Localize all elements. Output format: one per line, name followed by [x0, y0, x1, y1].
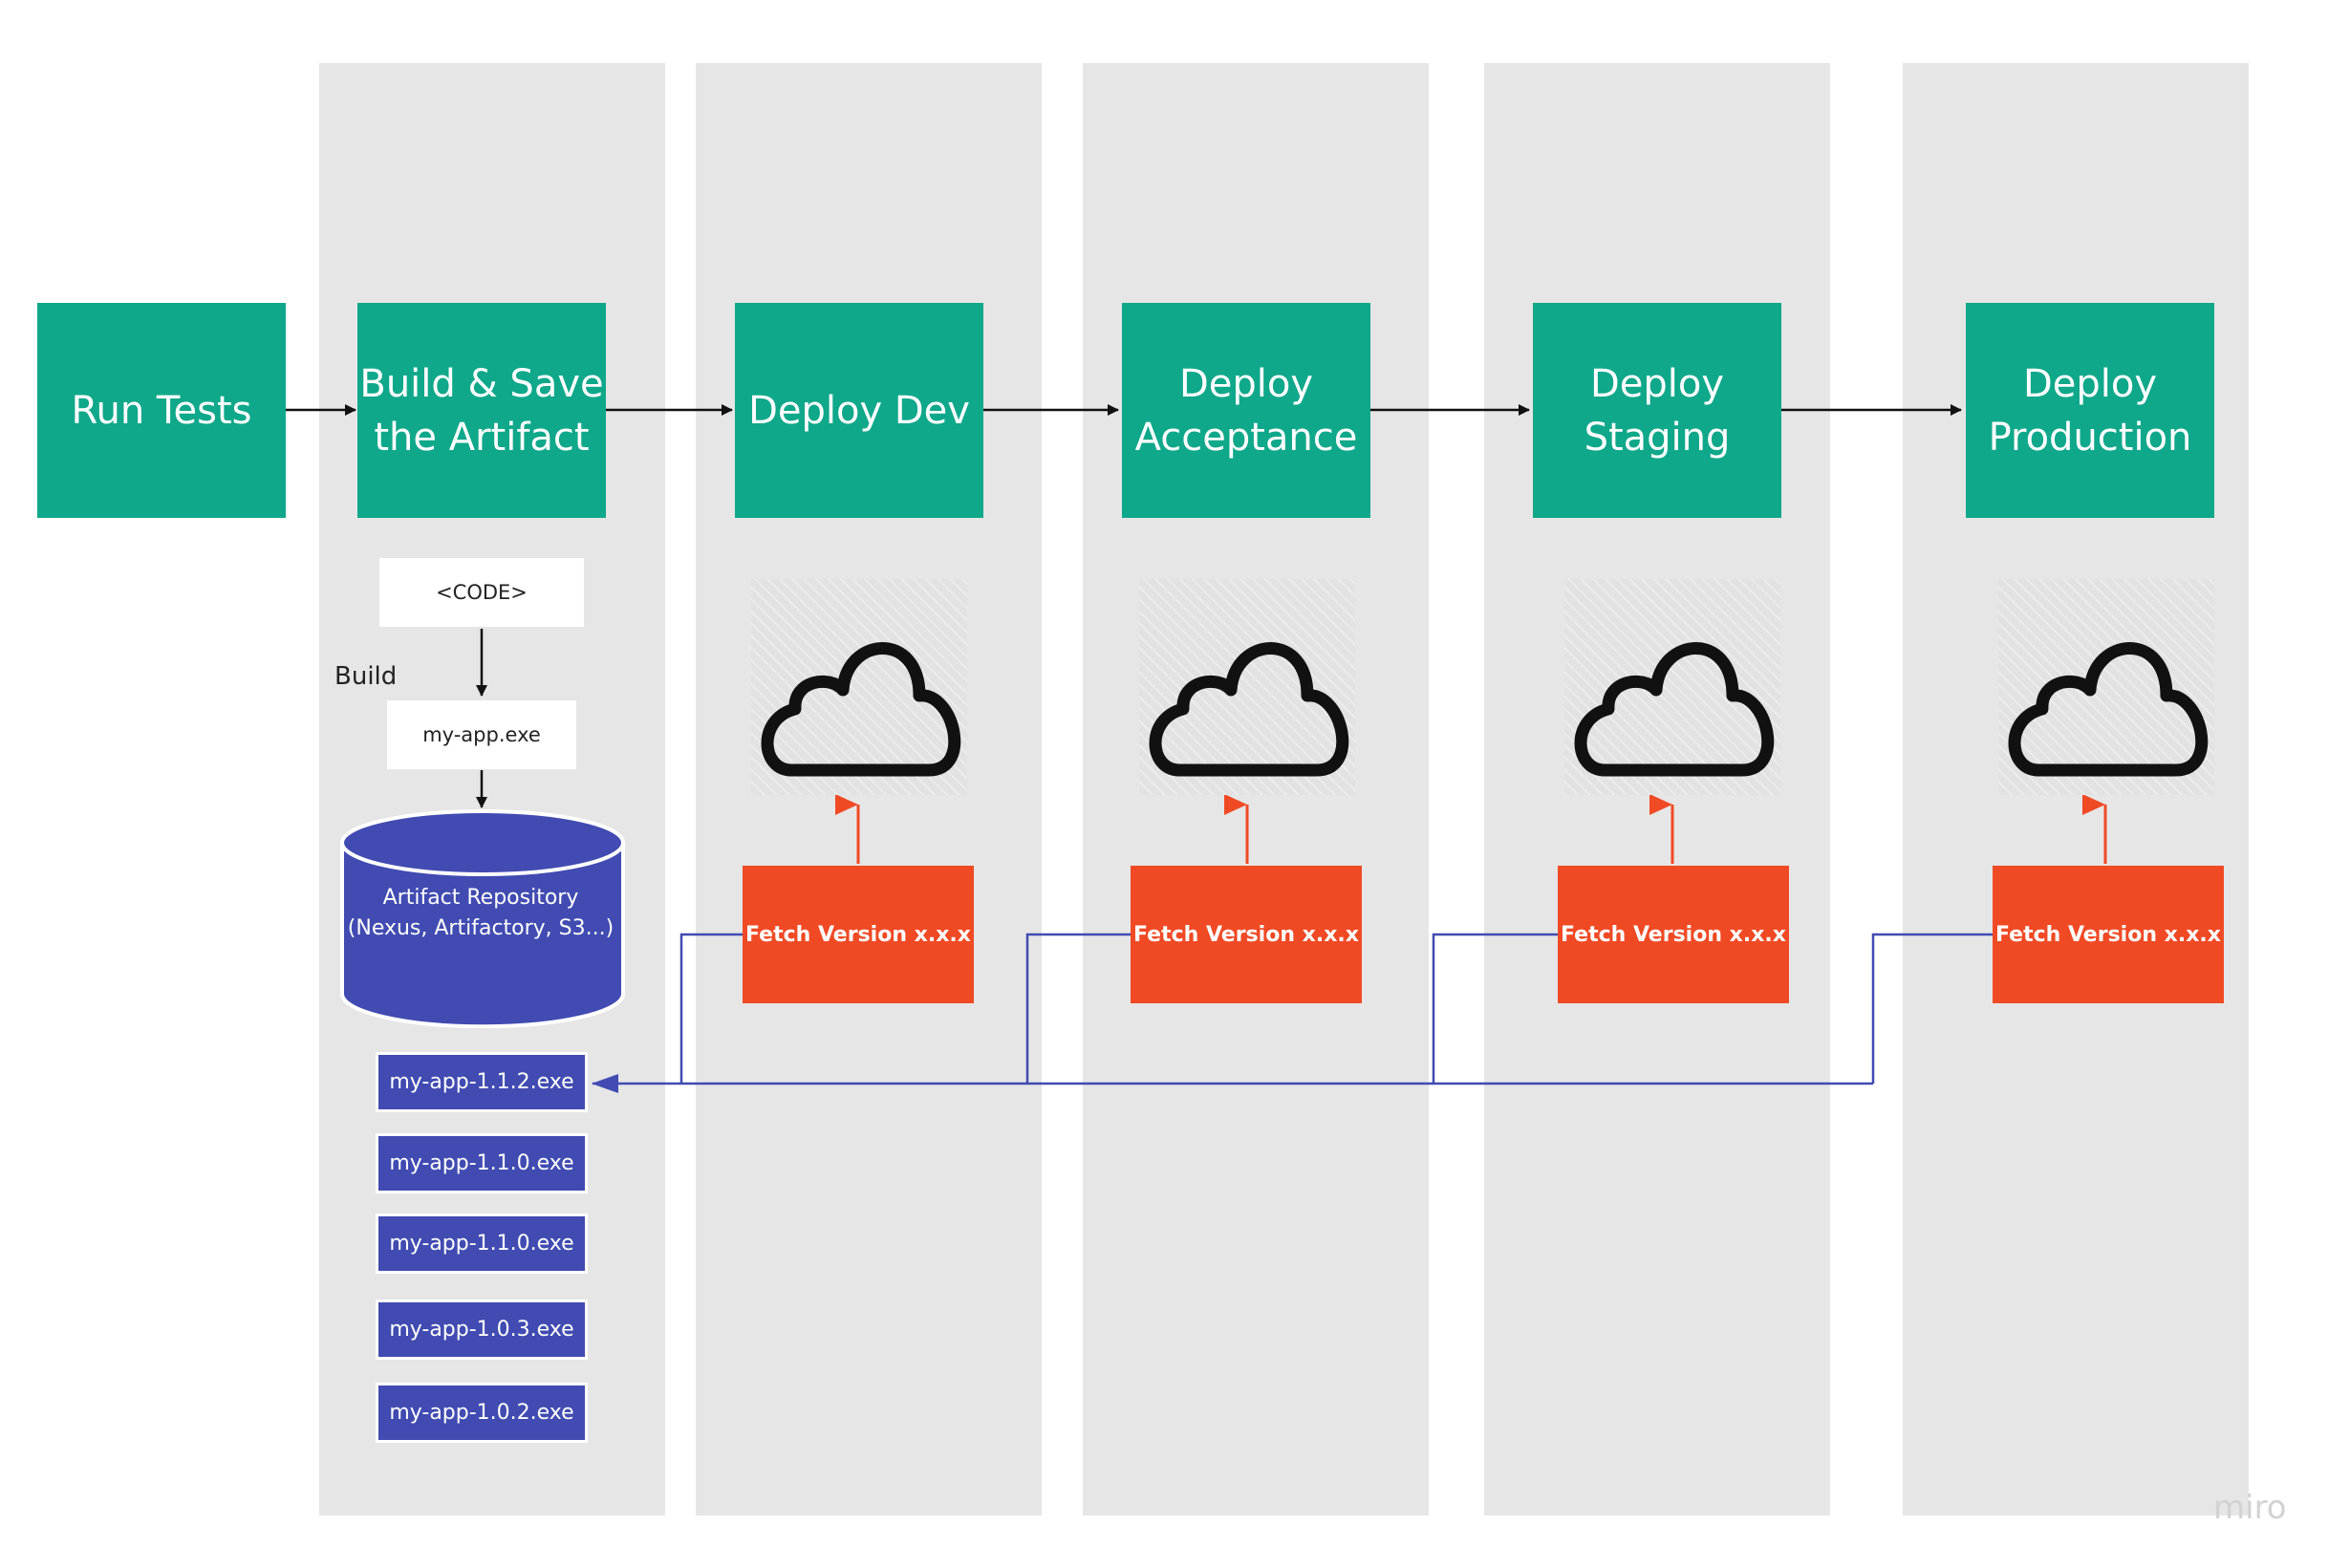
fetch-version-dev[interactable]: Fetch Version x.x.x: [743, 866, 974, 1003]
repository-label: Artifact Repository (Nexus, Artifactory,…: [347, 886, 614, 940]
stage-run-tests[interactable]: Run Tests: [37, 303, 286, 518]
stage-build-save-artifact[interactable]: Build & Save the Artifact: [357, 303, 606, 518]
fetch-version-production[interactable]: Fetch Version x.x.x: [1993, 866, 2224, 1003]
cloud-icon: [1564, 579, 1780, 795]
artifact-item[interactable]: my-app-1.0.2.exe: [376, 1383, 588, 1443]
artifact-item[interactable]: my-app-1.1.0.exe: [376, 1133, 588, 1193]
stage-deploy-staging[interactable]: Deploy Staging: [1533, 303, 1781, 518]
artifact-item[interactable]: my-app-1.1.0.exe: [376, 1214, 588, 1274]
cloud-icon: [751, 579, 967, 795]
artifact-item[interactable]: my-app-1.1.2.exe: [376, 1052, 588, 1112]
stage-deploy-acceptance[interactable]: Deploy Acceptance: [1122, 303, 1370, 518]
artifact-item[interactable]: my-app-1.0.3.exe: [376, 1300, 588, 1360]
fetch-version-staging[interactable]: Fetch Version x.x.x: [1558, 866, 1789, 1003]
cloud-icon: [1139, 579, 1355, 795]
build-label: Build: [334, 662, 398, 691]
stage-deploy-production[interactable]: Deploy Production: [1966, 303, 2214, 518]
fetch-version-acceptance[interactable]: Fetch Version x.x.x: [1131, 866, 1362, 1003]
database-icon[interactable]: [339, 808, 626, 1028]
stage-deploy-dev[interactable]: Deploy Dev: [735, 303, 983, 518]
exe-box[interactable]: my-app.exe: [387, 700, 576, 769]
fetch-connectors: [592, 933, 1993, 1093]
cloud-icon: [1998, 579, 2214, 795]
miro-watermark: miro: [2213, 1489, 2287, 1527]
code-box[interactable]: <CODE>: [379, 558, 584, 627]
fetch-up-arrows: [835, 794, 2107, 864]
